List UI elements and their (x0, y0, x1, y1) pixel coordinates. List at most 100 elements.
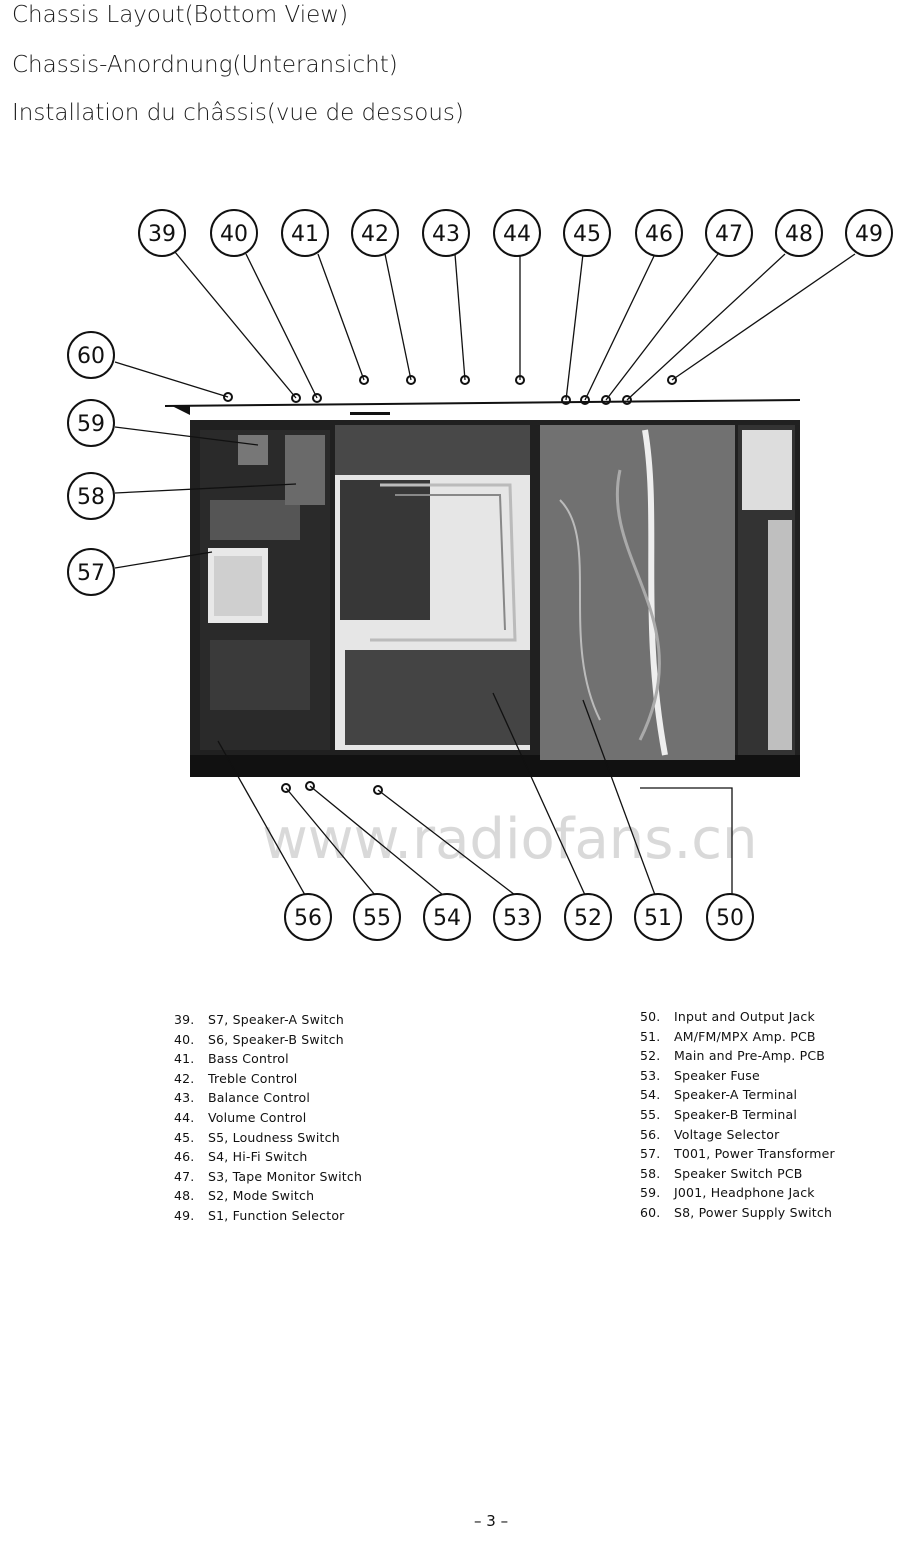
callout-59: 59 (67, 399, 115, 447)
legend-item: 41. Bass Control (174, 1049, 362, 1069)
legend-text: S4, Hi-Fi Switch (208, 1149, 308, 1165)
legend-text: Input and Output Jack (674, 1009, 815, 1024)
legend-item: 55. Speaker-B Terminal (640, 1105, 835, 1125)
legend-number: 48. (174, 1188, 195, 1204)
legend-text: J001, Headphone Jack (674, 1185, 815, 1201)
legend-number: 55. (640, 1106, 661, 1122)
svg-text:41: 41 (291, 222, 319, 247)
legend-item: 57. T001, Power Transformer (640, 1144, 835, 1164)
page-number: – 3 – (474, 1512, 509, 1530)
callout-40: 40 (210, 209, 258, 257)
legend-text: AM/FM/MPX Amp. PCB (674, 1028, 816, 1044)
callout-48: 48 (775, 209, 823, 257)
legend-number: 58. (640, 1165, 661, 1181)
title-german: Chassis-Anordnung(Unteransicht) (12, 52, 398, 78)
legend-item: 45. S5, Loudness Switch (174, 1128, 362, 1148)
legend-text: S3, Tape Monitor Switch (208, 1168, 363, 1184)
svg-text:50: 50 (716, 906, 744, 931)
legend-text: Balance Control (208, 1090, 311, 1106)
svg-text:52: 52 (574, 906, 602, 931)
legend-item: 42.Treble Control (174, 1069, 362, 1089)
callout-43: 43 (422, 209, 470, 257)
callout-54: 54 (423, 893, 471, 941)
legend-number: 42. (174, 1070, 195, 1086)
legend-text: Bass Control (208, 1051, 289, 1067)
legend-number: 56. (640, 1126, 661, 1142)
callout-56: 56 (284, 893, 332, 941)
legend-item: 46.S4, Hi-Fi Switch (174, 1147, 362, 1167)
legend-item: 51.AM/FM/MPX Amp. PCB (640, 1027, 835, 1047)
callout-57: 57 (67, 548, 115, 596)
callouts-left: 60 59 58 57 (67, 331, 115, 596)
front-controls (223, 375, 677, 795)
legend-text: Main and Pre-Amp. PCB (674, 1048, 826, 1064)
legend-item: 56.Voltage Selector (640, 1125, 835, 1145)
legend-right: 50.Input and Output Jack 51.AM/FM/MPX Am… (640, 1007, 835, 1223)
svg-text:58: 58 (77, 485, 105, 510)
legend-text: T001, Power Transformer (674, 1146, 835, 1162)
legend-item: 39. S7, Speaker-A Switch (174, 1010, 362, 1030)
svg-text:55: 55 (363, 906, 391, 931)
svg-text:57: 57 (77, 561, 105, 586)
legend-number: 39. (174, 1012, 195, 1027)
callout-51: 51 (634, 893, 682, 941)
callout-46: 46 (635, 209, 683, 257)
callout-47: 47 (705, 209, 753, 257)
legend-item: 48. S2, Mode Switch (174, 1186, 362, 1206)
legend-number: 44. (174, 1109, 195, 1125)
svg-text:48: 48 (785, 222, 813, 247)
legend-number: 52. (640, 1048, 661, 1064)
callout-52: 52 (564, 893, 612, 941)
legend-item: 58. Speaker Switch PCB (640, 1164, 835, 1184)
legend-number: 47. (174, 1168, 195, 1184)
leader-lines (114, 251, 856, 896)
legend-number: 45. (174, 1129, 195, 1145)
svg-text:45: 45 (573, 222, 601, 247)
legend-text: S7, Speaker-A Switch (208, 1012, 344, 1027)
legend-number: 49. (174, 1207, 195, 1223)
callout-41: 41 (281, 209, 329, 257)
svg-text:53: 53 (503, 906, 531, 931)
legend-item: 54. Speaker-A Terminal (640, 1085, 835, 1105)
svg-text:49: 49 (855, 222, 883, 247)
svg-text:59: 59 (77, 412, 105, 437)
legend-number: 43. (174, 1090, 195, 1106)
legend-text: Speaker-B Terminal (674, 1106, 798, 1122)
svg-text:40: 40 (220, 222, 248, 247)
legend-number: 59. (640, 1185, 661, 1201)
watermark: www.radiofans.cn (262, 807, 758, 872)
callout-60: 60 (67, 331, 115, 379)
legend-text: Volume Control (208, 1109, 307, 1125)
legend-number: 57. (640, 1146, 661, 1162)
svg-text:56: 56 (294, 906, 322, 931)
legend-number: 54. (640, 1087, 661, 1103)
legend-item: 50.Input and Output Jack (640, 1007, 835, 1027)
legend-item: 60. S8, Power Supply Switch (640, 1203, 835, 1223)
svg-text:47: 47 (715, 222, 743, 247)
svg-text:51: 51 (644, 906, 672, 931)
callout-58: 58 (67, 472, 115, 520)
legend-number: 60. (640, 1204, 661, 1220)
legend-item: 47. S3, Tape Monitor Switch (174, 1167, 362, 1187)
legend-text: Speaker Switch PCB (674, 1165, 803, 1181)
legend-number: 41. (174, 1051, 195, 1067)
title-english: Chassis Layout(Bottom View) (12, 2, 349, 28)
svg-text:60: 60 (77, 344, 105, 369)
legend-text: Speaker-A Terminal (674, 1087, 798, 1103)
callout-42: 42 (351, 209, 399, 257)
callout-49: 49 (845, 209, 893, 257)
svg-text:39: 39 (148, 222, 176, 247)
chassis-photo (164, 399, 801, 777)
legend-item: 40. S6, Speaker-B Switch (174, 1030, 362, 1050)
legend-number: 40. (174, 1031, 195, 1047)
legend-item: 44. Volume Control (174, 1108, 362, 1128)
legend-text: S5, Loudness Switch (208, 1129, 340, 1145)
legend-item: 53.Speaker Fuse (640, 1066, 835, 1086)
legend-text: S2, Mode Switch (208, 1188, 315, 1204)
legend-text: S6, Speaker-B Switch (208, 1031, 344, 1047)
callout-53: 53 (493, 893, 541, 941)
callout-44: 44 (493, 209, 541, 257)
legend-text: S8, Power Supply Switch (674, 1204, 833, 1220)
callouts-top: 39 40 41 42 43 44 45 46 47 48 49 (138, 209, 893, 257)
callout-55: 55 (353, 893, 401, 941)
